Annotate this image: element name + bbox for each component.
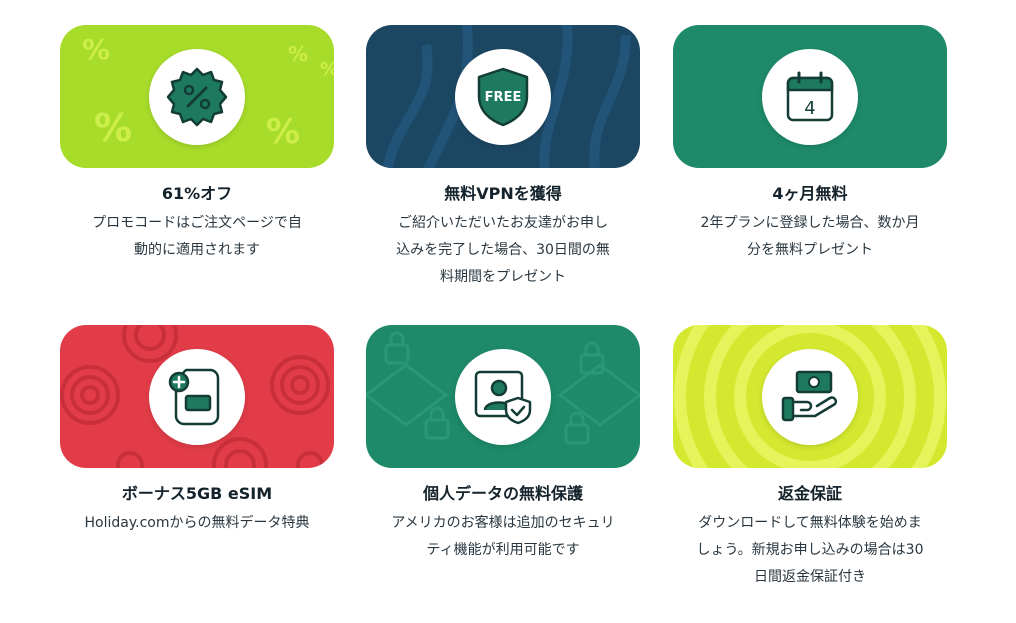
- feature-description-line: ティ機能が利用可能です: [426, 542, 580, 558]
- feature-banner-identity-protection: [366, 325, 640, 468]
- feature-description-line: 料期間をプレゼント: [440, 269, 566, 285]
- feature-title: 個人データの無料保護: [422, 484, 583, 503]
- ripple-pattern-background: [673, 325, 947, 468]
- free-shield-icon: FREE: [477, 67, 529, 126]
- feature-banner-free-vpn: FREE: [366, 25, 640, 168]
- calendar-icon: 4: [786, 71, 834, 121]
- percent-badge-icon: [166, 67, 228, 126]
- feature-description-line: アメリカのお客様は追加のセキュリ: [391, 515, 615, 531]
- icon-circle: [455, 348, 551, 445]
- feature-banner-money-back: [673, 325, 947, 468]
- identity-protection-icon: [474, 370, 532, 424]
- feature-description-line: しょう。新規お申し込みの場合は30: [696, 542, 924, 558]
- icon-circle: FREE: [455, 48, 551, 145]
- feature-description-line: 2年プランに登録した場合、数か月: [700, 215, 920, 231]
- feature-card-free-vpn: FREE 無料VPNを獲得 ご紹介いただいたお友達がお申し 込みを完了した場合、…: [366, 25, 640, 291]
- feature-title: 4ヶ月無料: [772, 184, 848, 203]
- lock-pattern-background: [366, 331, 640, 445]
- icon-circle: [149, 48, 245, 145]
- percent-pattern-background: % % % % %: [82, 33, 334, 152]
- feature-banner-discount: % % % % %: [60, 25, 334, 168]
- feature-description-line: 動的に適用されます: [134, 242, 260, 258]
- money-back-hand-icon: [781, 370, 838, 421]
- signal-pattern-background: [60, 325, 330, 468]
- feature-card-money-back: 返金保証 ダウンロードして無料体験を始めま しょう。新規お申し込みの場合は30 …: [673, 325, 947, 591]
- feature-description: アメリカのお客様は追加のセキュリ ティ機能が利用可能です: [368, 510, 638, 564]
- feature-description: プロモコードはご注文ページで自 動的に適用されます: [62, 210, 332, 264]
- feature-card-esim: ボーナス5GB eSIM Holiday.comからの無料データ特典: [60, 325, 334, 537]
- feature-card-discount: % % % % % 61%オフ プロモコードはご注文ページで自 動的に適用されま…: [60, 25, 334, 264]
- svg-text:%: %: [288, 42, 308, 66]
- icon-circle: [762, 348, 858, 445]
- esim-card-icon: [168, 368, 220, 425]
- feature-title: 無料VPNを獲得: [444, 184, 562, 203]
- feature-description-line: 分を無料プレゼント: [747, 242, 873, 258]
- feature-banner-free-months: 4: [673, 25, 947, 168]
- free-badge-text: FREE: [485, 90, 522, 105]
- svg-text:%: %: [94, 106, 132, 150]
- calendar-number: 4: [804, 98, 815, 119]
- feature-description-line: プロモコードはご注文ページで自: [92, 215, 302, 231]
- feature-description-line: Holiday.comからの無料データ特典: [84, 515, 310, 531]
- feature-title: 61%オフ: [161, 184, 233, 203]
- svg-text:%: %: [320, 59, 334, 80]
- svg-text:%: %: [82, 33, 110, 66]
- svg-text:%: %: [266, 112, 300, 152]
- feature-card-free-months: 4 4ヶ月無料 2年プランに登録した場合、数か月 分を無料プレゼント: [673, 25, 947, 264]
- feature-card-identity-protection: 個人データの無料保護 アメリカのお客様は追加のセキュリ ティ機能が利用可能です: [366, 325, 640, 564]
- icon-circle: [149, 348, 245, 445]
- feature-description: ダウンロードして無料体験を始めま しょう。新規お申し込みの場合は30 日間返金保…: [675, 510, 945, 591]
- feature-title: ボーナス5GB eSIM: [121, 484, 273, 503]
- icon-circle: 4: [762, 48, 858, 145]
- feature-banner-esim: [60, 325, 334, 468]
- feature-title: 返金保証: [777, 484, 842, 503]
- feature-description-line: 日間返金保証付き: [754, 569, 866, 585]
- feature-description: Holiday.comからの無料データ特典: [62, 510, 332, 537]
- feature-description-line: 込みを完了した場合、30日間の無: [396, 242, 610, 258]
- feature-description-line: ダウンロードして無料体験を始めま: [698, 515, 922, 531]
- feature-description-line: ご紹介いただいたお友達がお申し: [398, 215, 608, 231]
- feature-description: 2年プランに登録した場合、数か月 分を無料プレゼント: [675, 210, 945, 264]
- feature-description: ご紹介いただいたお友達がお申し 込みを完了した場合、30日間の無 料期間をプレゼ…: [368, 210, 638, 291]
